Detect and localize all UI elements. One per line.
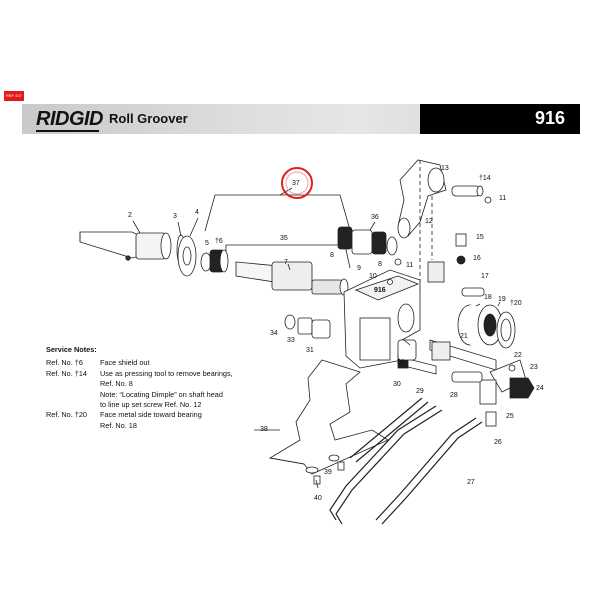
highlight-inner-circle	[285, 171, 309, 195]
housing-castmark: 916	[374, 287, 386, 294]
note-text: Use as pressing tool to remove bearings,…	[100, 369, 286, 411]
callout-36: 36	[371, 214, 379, 221]
note-line: Face metal side toward bearing	[100, 410, 202, 420]
note-ref: Ref. No. †20	[46, 410, 87, 420]
callout-17: 17	[481, 273, 489, 280]
callout-20: †20	[510, 300, 522, 307]
callout-8-upper: 8	[330, 252, 334, 259]
callout-11-lower: 11	[406, 262, 413, 269]
highlight-circle	[281, 167, 313, 199]
service-notes-title: Service Notes:	[46, 345, 97, 354]
note-line: Use as pressing tool to remove bearings,	[100, 368, 233, 378]
note-line: Ref. No. 18	[100, 420, 137, 430]
note-line: to line up set screw Ref. No. 12	[100, 400, 202, 410]
callout-38: 38	[260, 426, 268, 433]
callout-39: 39	[324, 469, 332, 476]
callout-25: 25	[506, 413, 514, 420]
callout-31-right: 31	[397, 359, 405, 366]
note-ref: Ref. No. †14	[46, 368, 87, 378]
note-text: Face metal side toward bearing Ref. No. …	[100, 410, 286, 431]
model-number: 916	[535, 108, 566, 128]
callout-37: 37	[292, 180, 300, 187]
callout-6: †6	[215, 238, 223, 245]
note-ref: Ref. No. †6	[46, 358, 83, 368]
callout-4: 4	[195, 209, 199, 216]
note-line: Ref. No. 8	[100, 379, 133, 389]
callout-2: 2	[128, 212, 132, 219]
callout-19: 19	[498, 296, 506, 303]
callout-23: 23	[530, 364, 538, 371]
callout-12: 12	[425, 218, 433, 225]
callout-26: 26	[494, 439, 502, 446]
callout-31-left: 31	[306, 347, 314, 354]
note-text: Face shield out	[100, 358, 286, 368]
callout-34: 34	[270, 330, 278, 337]
service-note: Ref. No. †14 Use as pressing tool to rem…	[46, 369, 286, 411]
callout-18: 18	[484, 294, 492, 301]
callout-33: 33	[287, 337, 295, 344]
callout-7: 7	[284, 259, 288, 266]
callout-11-upper: 11	[499, 195, 506, 202]
service-note: Ref. No. †20 Face metal side toward bear…	[46, 410, 286, 431]
brand-underline	[36, 130, 99, 132]
brand-logo: RIDGID	[36, 108, 104, 130]
callout-8-lower: 8	[378, 261, 382, 268]
callout-40: 40	[314, 495, 322, 502]
service-note: Ref. No. †6 Face shield out	[46, 358, 286, 368]
reference-tag: REF 437	[4, 91, 24, 101]
callout-14: †14	[479, 175, 491, 182]
callout-30: 30	[393, 381, 401, 388]
callout-9: 9	[357, 265, 361, 272]
callout-15: 15	[476, 234, 484, 241]
service-notes: Service Notes: Ref. No. †6 Face shield o…	[46, 345, 286, 431]
note-line: Face shield out	[100, 358, 150, 368]
callout-16: 16	[473, 255, 481, 262]
callout-10: 10	[369, 273, 377, 280]
callout-22: 22	[514, 352, 522, 359]
product-title: Roll Groover	[109, 111, 188, 126]
header-model-block	[420, 104, 580, 134]
callout-27: 27	[467, 479, 475, 486]
callout-5: 5	[205, 240, 209, 247]
callout-28: 28	[450, 392, 458, 399]
callout-35: 35	[280, 235, 288, 242]
note-line: Note: “Locating Dimple” on shaft head	[100, 389, 223, 399]
callout-29: 29	[416, 388, 424, 395]
callout-3: 3	[173, 213, 177, 220]
callout-13: 13	[441, 165, 449, 172]
callout-21: 21	[460, 333, 468, 340]
callout-24: 24	[536, 385, 544, 392]
